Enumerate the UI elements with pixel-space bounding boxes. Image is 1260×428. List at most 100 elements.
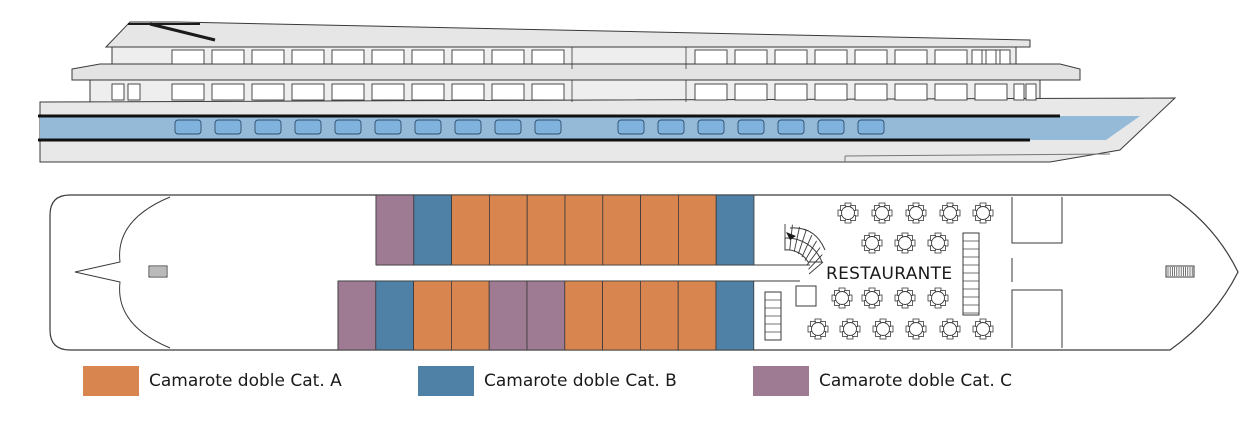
porthole — [414, 119, 442, 135]
cabin-cat-b — [375, 280, 414, 351]
middle-deck-windows — [111, 80, 1037, 102]
legend-swatch-cat-b — [418, 366, 474, 396]
window — [291, 83, 325, 101]
cabin-cat-a — [526, 194, 566, 266]
legend-item-cat-b: Camarote doble Cat. B — [418, 366, 677, 396]
window — [934, 83, 968, 101]
porthole — [254, 119, 282, 135]
cabin-cat-a — [640, 280, 679, 351]
round-table — [905, 318, 927, 340]
window — [491, 83, 525, 101]
cabin-cat-c — [375, 194, 415, 266]
window — [171, 49, 205, 65]
window — [411, 49, 445, 65]
cabin-cat-a — [602, 194, 641, 266]
legend-swatch-cat-c — [753, 366, 809, 396]
window — [1025, 83, 1037, 101]
window — [974, 83, 1008, 101]
restaurant-tables — [807, 202, 994, 340]
porthole — [617, 119, 645, 135]
porthole — [454, 119, 482, 135]
window — [531, 83, 565, 101]
stern-hatch — [148, 265, 168, 278]
porthole — [737, 119, 765, 135]
window — [814, 83, 848, 101]
window — [694, 49, 728, 65]
round-table — [939, 318, 961, 340]
cabin-row-upper — [375, 194, 755, 266]
restaurant-label: RESTAURANTE — [826, 264, 952, 284]
porthole — [214, 119, 242, 135]
window — [171, 83, 205, 101]
legend-item-cat-c: Camarote doble Cat. C — [753, 366, 1012, 396]
spiral-staircase-icon — [784, 224, 826, 275]
cabin-cat-c — [488, 280, 528, 351]
cabin-cat-a — [602, 280, 641, 351]
service-counter — [795, 285, 817, 307]
round-table — [872, 318, 894, 340]
round-table — [939, 202, 961, 224]
porthole — [817, 119, 845, 135]
porthole — [534, 119, 562, 135]
round-table — [927, 232, 949, 254]
round-table — [871, 202, 893, 224]
porthole — [294, 119, 322, 135]
window — [971, 49, 983, 65]
round-table — [927, 287, 949, 309]
round-table — [831, 287, 853, 309]
cabin-cat-b — [715, 280, 755, 351]
window — [331, 49, 365, 65]
buffet-table-short — [764, 291, 782, 341]
round-table — [861, 287, 883, 309]
cabin-cat-b — [715, 194, 755, 266]
bow-hatch — [1165, 265, 1195, 278]
upper-deck-ledge — [71, 63, 1081, 81]
hull-blue-band — [40, 116, 1140, 140]
legend-item-cat-a: Camarote doble Cat. A — [83, 366, 342, 396]
porthole — [374, 119, 402, 135]
cabin-cat-a — [640, 194, 679, 266]
window — [854, 49, 888, 65]
window — [371, 83, 405, 101]
window — [999, 49, 1011, 65]
round-table — [894, 232, 916, 254]
window — [531, 49, 565, 65]
cabin-row-lower — [337, 280, 755, 351]
sun-deck — [104, 21, 1031, 48]
porthole — [777, 119, 805, 135]
bow-partitions — [1011, 197, 1063, 348]
window — [451, 49, 485, 65]
hull-portholes — [174, 119, 885, 135]
cabin-cat-a — [564, 280, 603, 351]
round-table — [861, 232, 883, 254]
legend-label-cat-c: Camarote doble Cat. C — [819, 371, 1013, 391]
cabin-cat-a — [678, 194, 717, 266]
buffet-table-long — [962, 232, 980, 316]
window — [1013, 83, 1025, 101]
window — [894, 83, 928, 101]
cabin-cat-a — [677, 280, 717, 351]
window — [814, 49, 848, 65]
porthole — [697, 119, 725, 135]
window — [291, 49, 325, 65]
window — [694, 83, 728, 101]
legend-label-cat-b: Camarote doble Cat. B — [484, 371, 677, 391]
window — [331, 83, 365, 101]
round-table — [894, 287, 916, 309]
cabin-cat-a — [413, 280, 452, 351]
window — [774, 49, 808, 65]
window — [451, 83, 485, 101]
round-table — [905, 202, 927, 224]
cabin-cat-a — [488, 194, 528, 266]
window — [934, 49, 968, 65]
round-table — [807, 318, 829, 340]
window — [854, 83, 888, 101]
window — [734, 83, 768, 101]
window — [491, 49, 525, 65]
stern-curve — [74, 196, 171, 349]
round-table — [839, 318, 861, 340]
window — [211, 83, 245, 101]
window — [211, 49, 245, 65]
window — [985, 49, 997, 65]
